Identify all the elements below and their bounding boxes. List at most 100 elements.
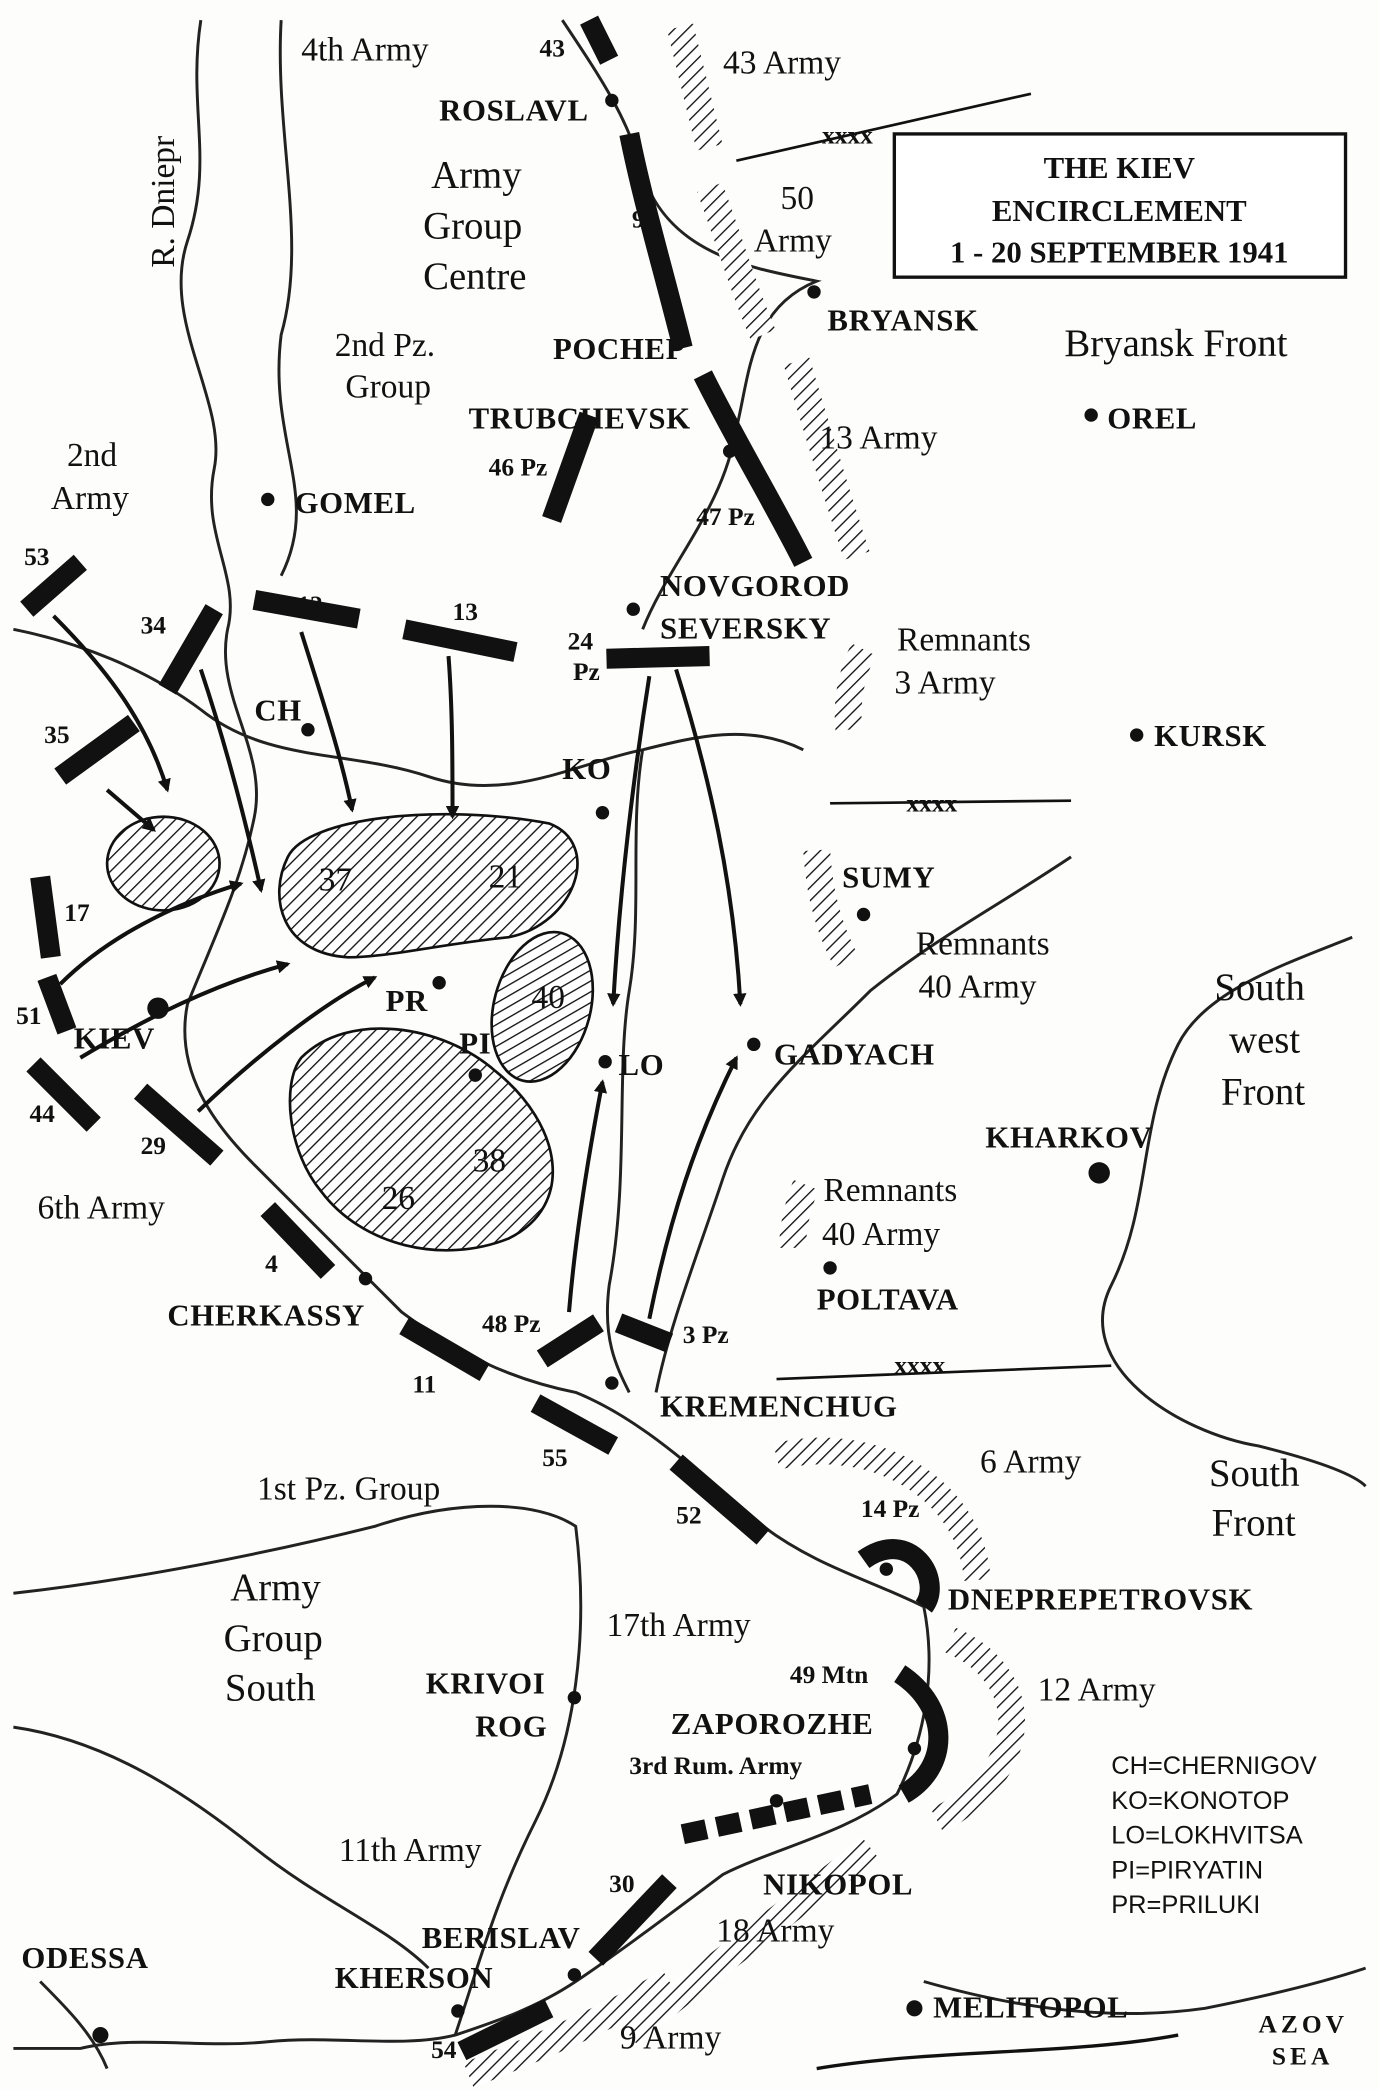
city-ko: KO bbox=[562, 752, 611, 786]
unit-24: 24 bbox=[568, 626, 594, 655]
label-4th-army: 4th Army bbox=[301, 31, 429, 68]
city-roslavl: ROSLAVL bbox=[439, 94, 589, 128]
unit-34: 34 bbox=[141, 610, 167, 639]
label-6th-army: 6th Army bbox=[37, 1189, 165, 1226]
label-rem40b-1: Remnants bbox=[823, 1172, 957, 1209]
pocket-label-37: 37 bbox=[319, 861, 352, 898]
label-17th-army: 17th Army bbox=[606, 1607, 750, 1644]
label-43-army: 43 Army bbox=[723, 45, 841, 82]
label-2nd-army-1: 2nd bbox=[67, 437, 117, 474]
unit-9: 9 bbox=[632, 205, 645, 234]
s-front-1: South bbox=[1209, 1452, 1300, 1495]
pocket-label-21: 21 bbox=[489, 859, 522, 896]
unit-24-pz: Pz bbox=[573, 657, 600, 686]
city-pr: PR bbox=[386, 984, 428, 1018]
pocket-label-38: 38 bbox=[473, 1143, 506, 1180]
unit-48pz: 48 Pz bbox=[482, 1309, 541, 1338]
unit-55: 55 bbox=[542, 1443, 567, 1472]
city-kiev: KIEV bbox=[74, 1021, 155, 1055]
city-poltava: POLTAVA bbox=[817, 1282, 959, 1316]
label-3rd-rum: 3rd Rum. Army bbox=[629, 1751, 802, 1780]
unit-43: 43 bbox=[540, 33, 565, 62]
title-line3: 1 - 20 SEPTEMBER 1941 bbox=[950, 235, 1289, 269]
pocket-37-21 bbox=[277, 812, 579, 959]
title-box: THE KIEV ENCIRCLEMENT 1 - 20 SEPTEMBER 1… bbox=[892, 132, 1348, 279]
bryansk-front: Bryansk Front bbox=[1064, 322, 1287, 365]
label-rem40a-2: 40 Army bbox=[918, 968, 1036, 1005]
unit-12: 12 bbox=[297, 590, 322, 619]
pocket-40 bbox=[490, 930, 595, 1083]
attack-arrows bbox=[52, 614, 747, 1320]
city-novgorod-2: SEVERSKY bbox=[660, 612, 831, 646]
army-group-centre-2: Group bbox=[423, 204, 522, 247]
label-2nd-army-2: Army bbox=[51, 480, 129, 517]
unit-30: 30 bbox=[609, 1869, 634, 1898]
river-dniepr-label: R. Dniepr bbox=[145, 136, 182, 268]
label-6-army: 6 Army bbox=[980, 1444, 1082, 1481]
label-50-army-1: 50 bbox=[781, 180, 814, 217]
sw-front-1: South bbox=[1214, 966, 1305, 1009]
label-9-army: 9 Army bbox=[620, 2019, 722, 2056]
city-nikopol: NIKOPOL bbox=[763, 1867, 913, 1901]
legend-item: PR=PRILUKI bbox=[1111, 1891, 1260, 1919]
legend-item: PI=PIRYATIN bbox=[1111, 1856, 1263, 1884]
unit-44: 44 bbox=[29, 1099, 55, 1128]
label-2nd-pz-2: Group bbox=[345, 369, 431, 406]
label-18-army: 18 Army bbox=[716, 1912, 834, 1949]
title-line2: ENCIRCLEMENT bbox=[992, 194, 1247, 228]
label-13-army: 13 Army bbox=[819, 420, 937, 457]
army-group-centre-1: Army bbox=[431, 153, 522, 196]
label-11th-army: 11th Army bbox=[339, 1832, 482, 1869]
unit-49mtn: 49 Mtn bbox=[790, 1660, 868, 1689]
city-gomel: GOMEL bbox=[295, 486, 416, 520]
army-group-south-1: Army bbox=[230, 1566, 321, 1609]
abbreviation-legend: CH=CHERNIGOV KO=KONOTOP LO=LOKHVITSA PI=… bbox=[1111, 1752, 1317, 1919]
label-12-army: 12 Army bbox=[1038, 1671, 1156, 1708]
army-group-south-2: Group bbox=[224, 1617, 323, 1660]
boundary-mark: xxxx bbox=[822, 120, 873, 149]
encircled-pockets bbox=[105, 812, 595, 1252]
s-front-2: Front bbox=[1212, 1502, 1296, 1545]
city-bryansk: BRYANSK bbox=[827, 304, 978, 338]
sea-azov-2: SEA bbox=[1272, 2042, 1334, 2071]
unit-13: 13 bbox=[453, 597, 478, 626]
pocket-label-40: 40 bbox=[532, 979, 565, 1016]
map-labels: 4th Army 43 43 Army ROSLAVL Army Group C… bbox=[16, 31, 1349, 2071]
city-odessa: ODESSA bbox=[21, 1941, 148, 1975]
city-dnepropetrovsk: DNEPREPETROVSK bbox=[948, 1582, 1253, 1616]
city-krivoi-2: ROG bbox=[475, 1710, 547, 1744]
city-markers bbox=[92, 93, 1144, 2044]
legend-item: LO=LOKHVITSA bbox=[1111, 1822, 1302, 1850]
city-zaporozhe: ZAPOROZHE bbox=[671, 1707, 874, 1741]
city-sumy: SUMY bbox=[842, 861, 935, 895]
city-krivoi-1: KRIVOI bbox=[426, 1667, 546, 1701]
unit-35: 35 bbox=[44, 720, 69, 749]
city-pochep: POCHEP bbox=[553, 332, 685, 366]
city-ch: CH bbox=[254, 693, 302, 727]
unit-47pz: 47 Pz bbox=[696, 502, 755, 531]
city-melitopol: MELITOPOL bbox=[933, 1991, 1128, 2025]
boundary-mark: xxxx bbox=[906, 788, 957, 817]
unit-3pz: 3 Pz bbox=[683, 1320, 729, 1349]
legend-item: CH=CHERNIGOV bbox=[1111, 1752, 1317, 1780]
label-rem40b-2: 40 Army bbox=[822, 1216, 940, 1253]
label-2nd-pz-1: 2nd Pz. bbox=[335, 327, 435, 364]
unit-54: 54 bbox=[431, 2035, 457, 2064]
label-rem3-1: Remnants bbox=[897, 622, 1031, 659]
unit-29: 29 bbox=[141, 1131, 166, 1160]
unit-4: 4 bbox=[265, 1249, 278, 1278]
city-cherkassy: CHERKASSY bbox=[167, 1298, 365, 1332]
unit-51: 51 bbox=[16, 1001, 41, 1030]
pocket-label-26: 26 bbox=[382, 1180, 415, 1217]
unit-46pz: 46 Pz bbox=[489, 452, 548, 481]
army-group-south-3: South bbox=[225, 1666, 316, 1709]
sea-azov-1: AZOV bbox=[1259, 2009, 1349, 2038]
city-pi: PI bbox=[459, 1027, 491, 1061]
city-lo: LO bbox=[619, 1048, 665, 1082]
army-group-centre-3: Centre bbox=[423, 255, 526, 298]
unit-53: 53 bbox=[24, 542, 49, 571]
label-rem40a-1: Remnants bbox=[916, 926, 1050, 963]
sw-front-2: west bbox=[1229, 1018, 1300, 1061]
unit-52: 52 bbox=[676, 1501, 701, 1530]
